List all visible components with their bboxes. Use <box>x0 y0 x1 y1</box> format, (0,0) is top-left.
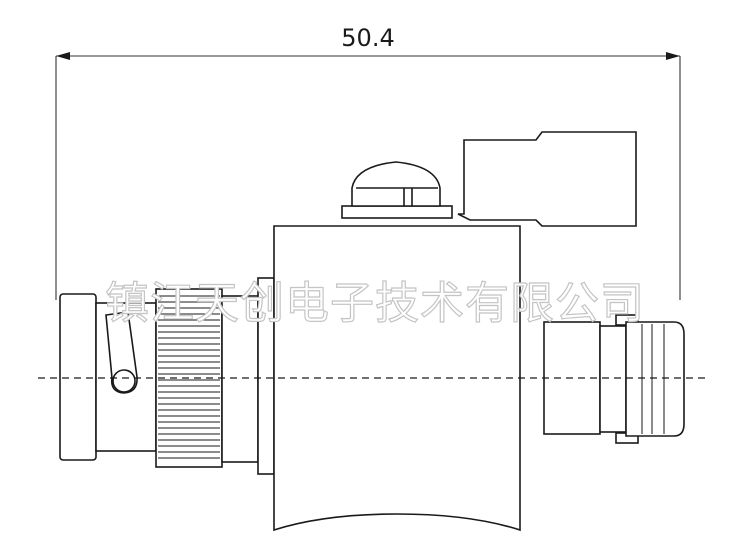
ground-lug <box>457 131 637 227</box>
bayonet-pin <box>112 369 136 393</box>
terminal-screw-head <box>351 161 441 207</box>
dimension-arrow-left <box>56 52 70 60</box>
dimension-group: 50.4 <box>55 24 681 300</box>
plug-body <box>95 302 157 452</box>
ground-terminal <box>341 131 637 227</box>
dimension-label: 50.4 <box>341 24 394 52</box>
dimension-arrow-right <box>666 52 680 60</box>
terminal-washer <box>341 205 453 219</box>
knurl-lines <box>158 295 220 459</box>
bnc-jack-right <box>543 314 685 444</box>
main-housing <box>273 225 521 532</box>
jack-collar <box>599 325 627 433</box>
plug-end-cap <box>59 293 97 461</box>
protector-body <box>273 225 521 532</box>
bayonet-slot <box>105 311 138 394</box>
company-watermark: 镇江天创电子技术有限公司 <box>105 278 645 329</box>
jack-barrel <box>625 321 685 437</box>
